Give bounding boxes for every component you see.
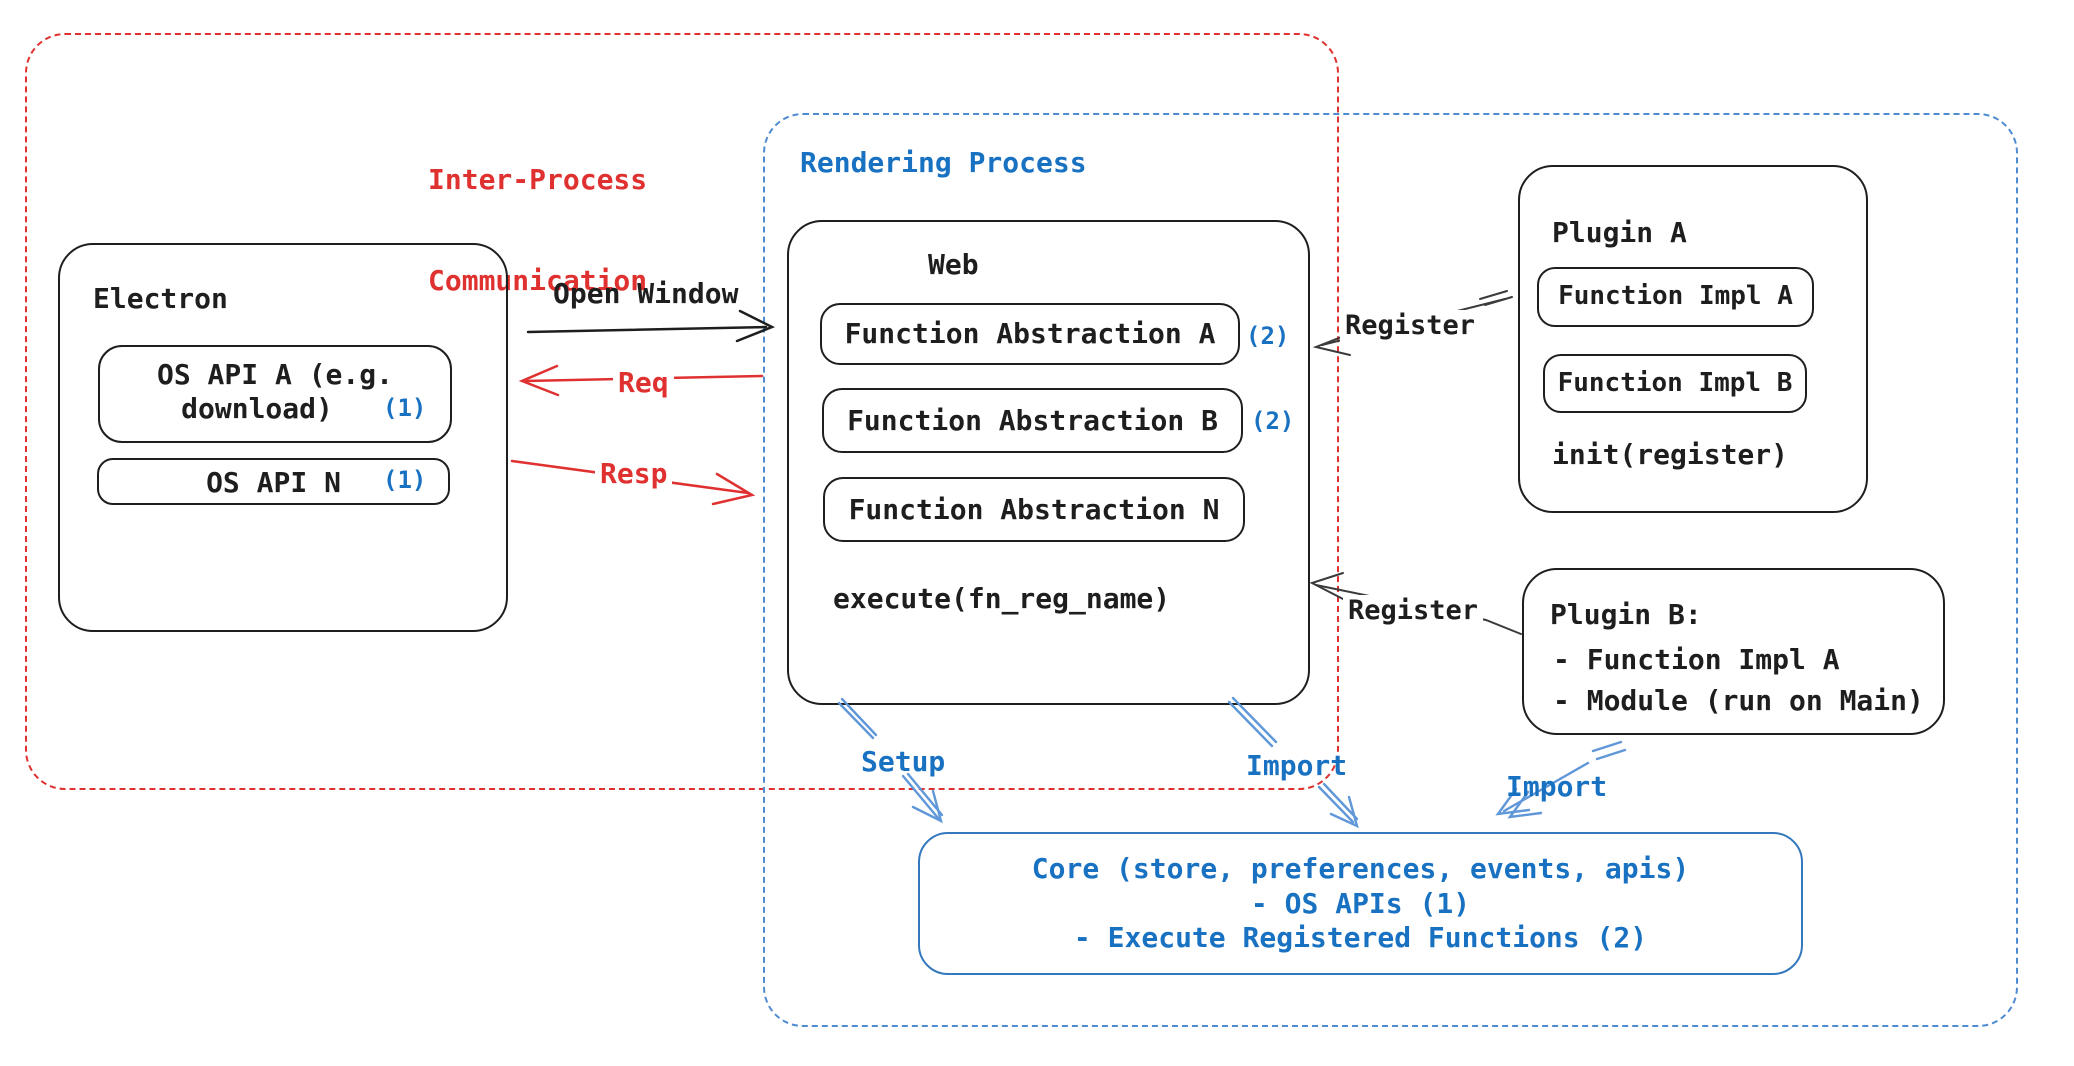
os-api-n-label: OS API N <box>206 466 341 499</box>
import-plugin-b-label: Import <box>1506 770 1608 803</box>
os-api-a-line2: download) <box>181 392 333 425</box>
fn-abstraction-b-badge: (2) <box>1251 407 1295 435</box>
resp-label: Resp <box>595 457 673 491</box>
plugin-b-title: Plugin B: <box>1550 598 1702 631</box>
rendering-dashed-container <box>763 113 2018 1027</box>
os-api-a-line1: OS API A (e.g. <box>156 358 393 391</box>
os-api-a-box <box>98 345 452 443</box>
core-line1: Core (store, preferences, events, apis) <box>1031 852 1690 885</box>
plugin-b-item1: - Function Impl A <box>1553 643 1840 676</box>
electron-box <box>58 243 508 632</box>
fn-abstraction-a-box: Function Abstraction A <box>820 303 1240 365</box>
ipc-dashed-container <box>25 33 1339 790</box>
os-api-n-badge: (1) <box>383 466 427 494</box>
import-web-label: Import <box>1246 749 1348 782</box>
core-line2: - OS APIs (1) <box>1250 887 1471 920</box>
fn-impl-b-box: Function Impl B <box>1543 354 1807 413</box>
ipc-label: Inter-Process Communication <box>428 96 647 365</box>
web-box <box>787 220 1310 705</box>
fn-impl-b-label: Function Impl B <box>1557 367 1793 398</box>
plugin-a-box <box>1518 165 1868 513</box>
fn-impl-a-label: Function Impl A <box>1558 281 1793 312</box>
core-box <box>918 832 1803 975</box>
ipc-label-line2: Communication <box>428 263 648 297</box>
electron-title: Electron <box>93 282 228 315</box>
plugin-a-title: Plugin A <box>1552 216 1687 249</box>
web-title: Web <box>928 248 979 281</box>
open-window-label: Open Window <box>553 277 739 310</box>
fn-abstraction-n-label: Function Abstraction N <box>848 492 1220 526</box>
plugin-b-box <box>1522 568 1945 735</box>
execute-label: execute(fn_reg_name) <box>833 582 1171 615</box>
core-line3: - Execute Registered Functions (2) <box>1073 921 1648 954</box>
register-plugin-a-label: Register <box>1340 310 1481 343</box>
fn-abstraction-b-label: Function Abstraction B <box>847 403 1218 437</box>
fn-abstraction-a-label: Function Abstraction A <box>844 317 1216 351</box>
req-label: Req <box>613 366 674 400</box>
register-plugin-b-label: Register <box>1343 595 1484 628</box>
plugin-b-item2: - Module (run on Main) <box>1553 684 1924 717</box>
fn-abstraction-b-box: Function Abstraction B <box>822 388 1243 453</box>
rendering-process-label: Rendering Process <box>800 146 1087 179</box>
fn-abstraction-n-box: Function Abstraction N <box>823 477 1245 542</box>
fn-impl-a-box: Function Impl A <box>1537 267 1814 327</box>
os-api-a-badge: (1) <box>383 394 427 422</box>
os-api-n-box <box>97 458 450 505</box>
setup-label: Setup <box>861 745 946 778</box>
plugin-a-init-label: init(register) <box>1552 438 1789 471</box>
fn-abstraction-a-badge: (2) <box>1246 322 1290 350</box>
ipc-label-line1: Inter-Process <box>428 163 648 197</box>
